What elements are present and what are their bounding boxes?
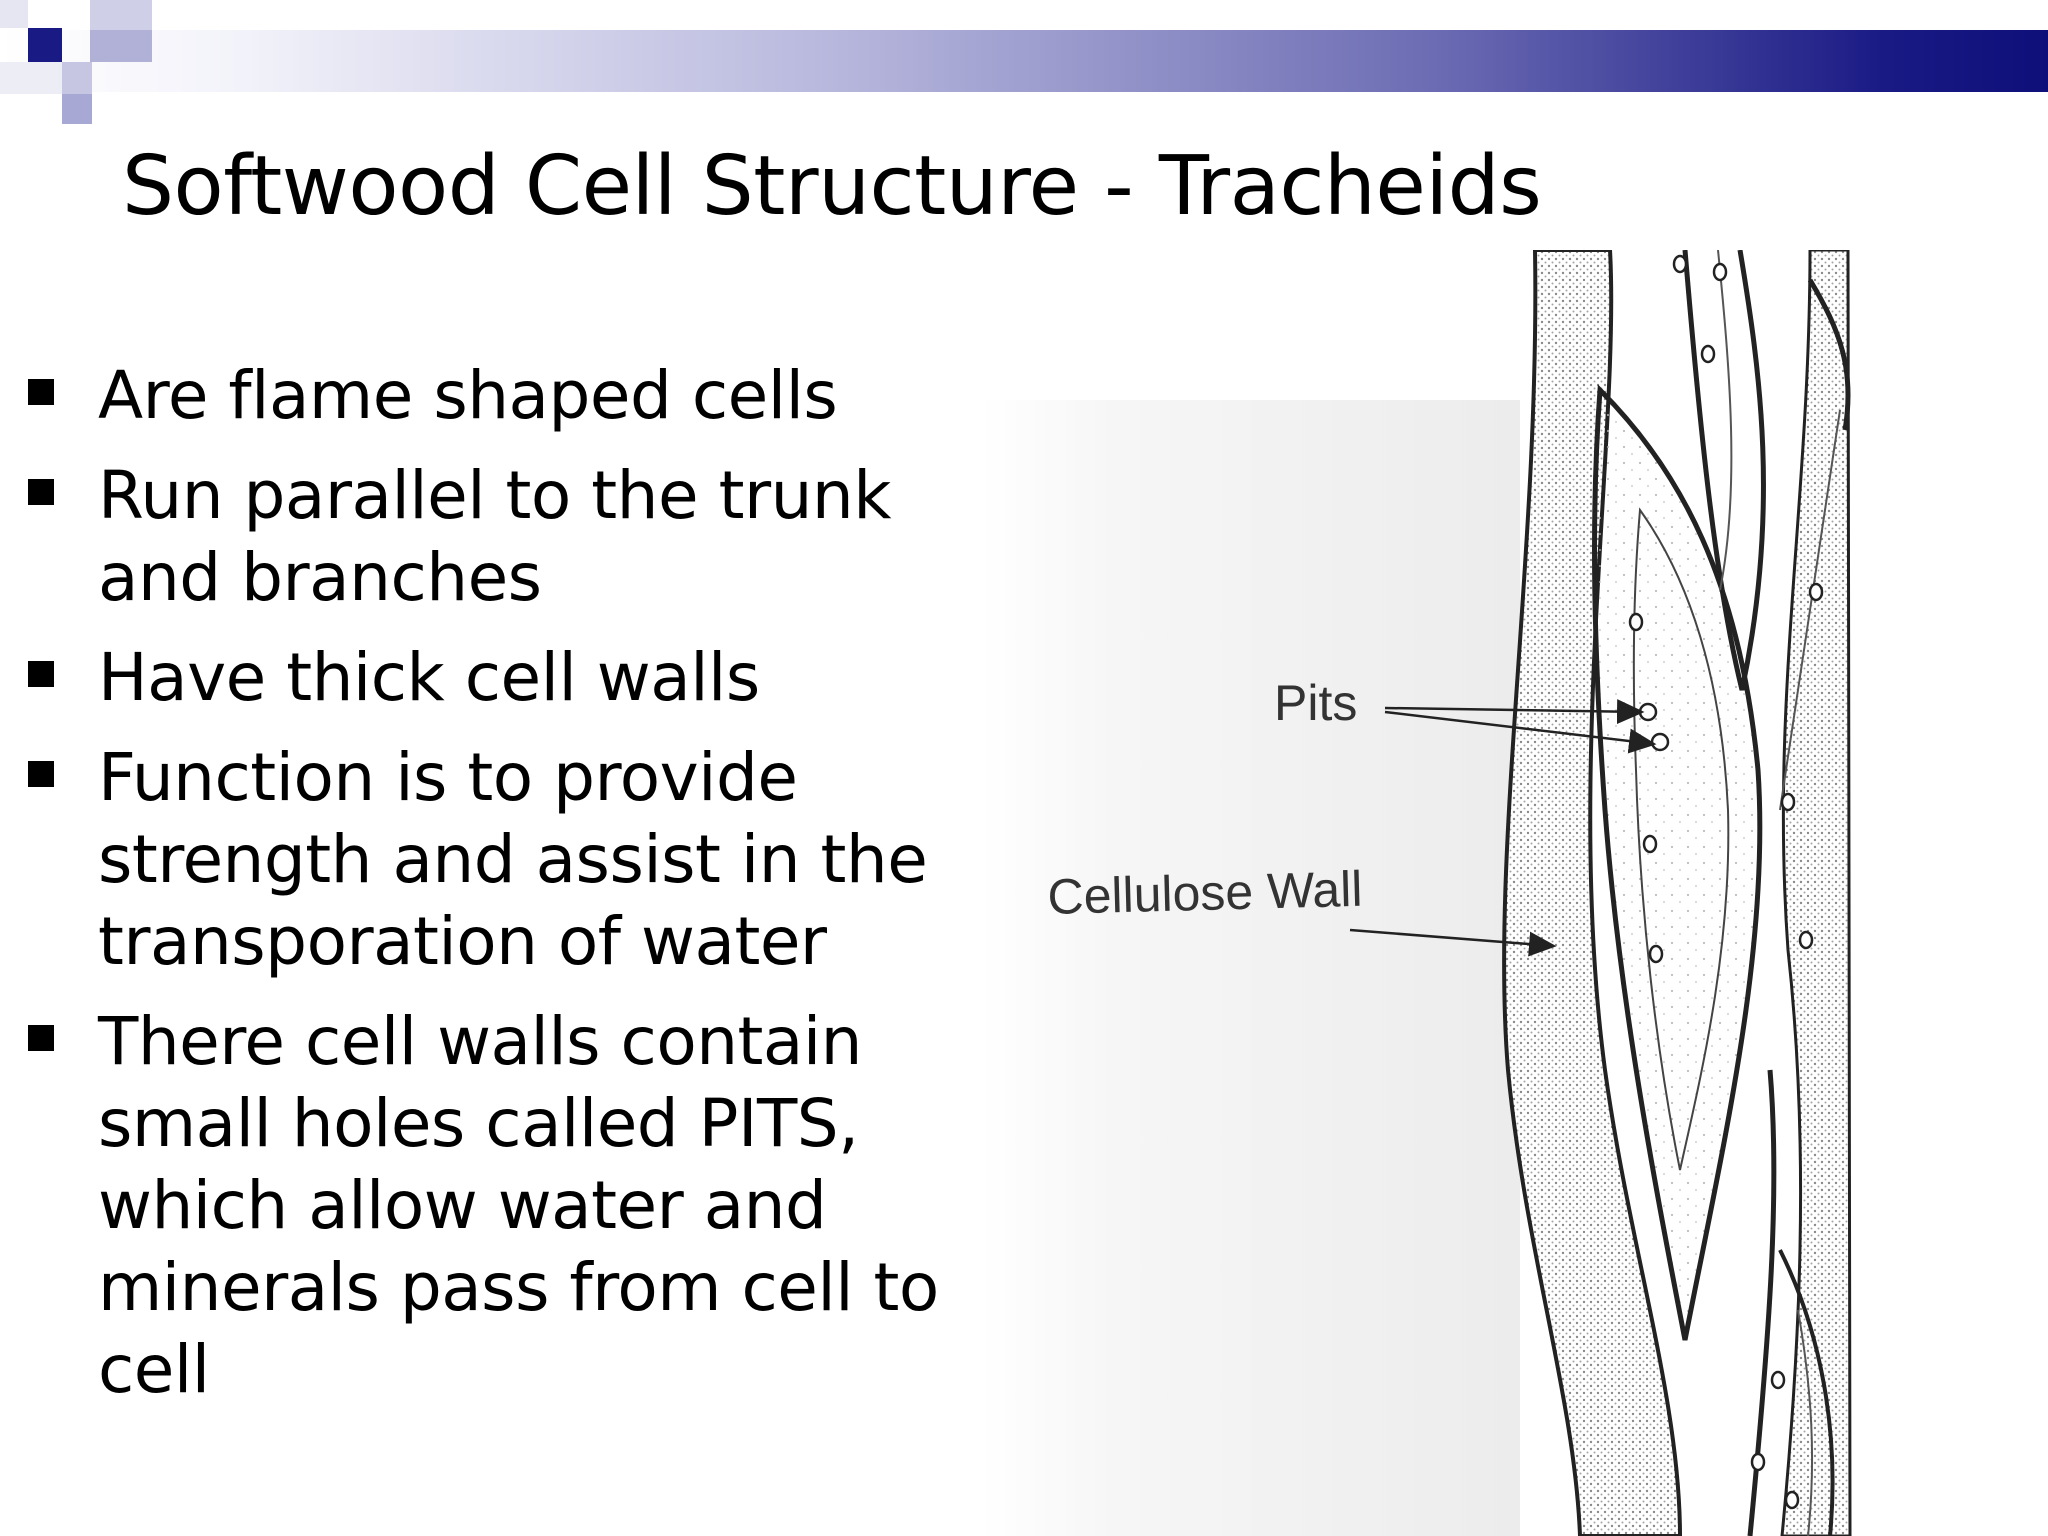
pits-label: Pits <box>1274 675 1357 731</box>
bullet-text: Run parallel to the trunk and branches <box>98 457 891 616</box>
outer-cell-wall <box>1502 250 1683 1536</box>
scan-background <box>980 400 1520 1536</box>
right-cell-inner-line <box>1779 409 1841 811</box>
lower-cell-inner-line <box>1797 1309 1814 1536</box>
square-bullet-icon <box>28 661 54 687</box>
lower-right-cell-edge <box>1778 1249 1835 1536</box>
bullet-list: Are flame shaped cells Run parallel to t… <box>20 355 960 1429</box>
pit-icon <box>1628 612 1644 632</box>
bullet-text: Function is to provide strength and assi… <box>98 739 928 980</box>
pit-icon <box>1780 792 1796 812</box>
tracheid-diagram: Pits Cellulose Wall <box>980 250 2048 1536</box>
cellulose-wall-arrow <box>1349 928 1557 957</box>
upper-cell-inner-line <box>1717 250 1733 591</box>
upper-cell-tip <box>1682 250 1766 691</box>
logo-square <box>0 0 28 28</box>
bullet-item: Have thick cell walls <box>20 637 960 719</box>
bullet-item: There cell walls contain small holes cal… <box>20 1001 960 1411</box>
pits-arrow <box>1384 710 1657 754</box>
pits-arrow <box>1384 699 1645 725</box>
square-bullet-icon <box>28 479 54 505</box>
cellulose-wall-label: Cellulose Wall <box>1047 861 1363 925</box>
bullet-text: Are flame shaped cells <box>98 357 838 434</box>
right-upper-edge <box>1807 278 1851 431</box>
logo-square <box>90 0 152 30</box>
pit-icon <box>1712 262 1728 282</box>
pit-icon <box>1784 1490 1800 1510</box>
bullet-item: Run parallel to the trunk and branches <box>20 455 960 619</box>
pit-icon <box>1650 732 1670 752</box>
logo-square <box>0 62 62 94</box>
right-cell-wall <box>1780 250 1852 1536</box>
tracheid-diagram-svg: Pits Cellulose Wall <box>980 250 1852 1536</box>
header-gradient-bar <box>0 30 2048 92</box>
square-bullet-icon <box>28 379 54 405</box>
pit-icon <box>1648 944 1664 964</box>
bullet-item: Are flame shaped cells <box>20 355 960 437</box>
pit-icon <box>1638 702 1658 722</box>
bullet-text: Have thick cell walls <box>98 639 760 716</box>
pit-icon <box>1798 930 1814 950</box>
square-bullet-icon <box>28 1025 54 1051</box>
pit-icon <box>1642 834 1658 854</box>
pit-icon <box>1750 1452 1766 1472</box>
bullet-item: Function is to provide strength and assi… <box>20 737 960 983</box>
pits-group <box>1628 254 1824 1510</box>
logo-square <box>62 62 92 94</box>
slide-title: Softwood Cell Structure - Tracheids <box>122 139 1542 234</box>
square-bullet-icon <box>28 761 54 787</box>
pit-icon <box>1672 254 1688 274</box>
decorative-squares-logo <box>0 0 160 125</box>
logo-square <box>28 28 62 62</box>
pit-icon <box>1770 1370 1786 1390</box>
logo-square <box>62 94 92 124</box>
pit-icon <box>1808 582 1824 602</box>
pit-icon <box>1700 344 1716 364</box>
bullet-text: There cell walls contain small holes cal… <box>98 1003 939 1408</box>
logo-square <box>90 30 152 62</box>
